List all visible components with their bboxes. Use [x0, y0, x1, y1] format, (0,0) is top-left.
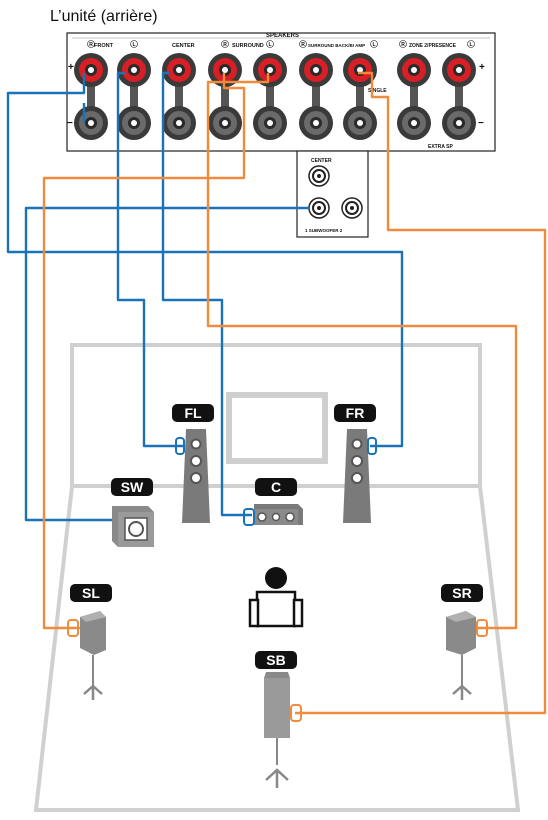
- plus-terminal: [397, 53, 431, 87]
- terminal-pair: [162, 53, 196, 140]
- minus-terminal: [117, 106, 151, 140]
- c-badge: C: [255, 478, 297, 496]
- minus-terminal: [74, 106, 108, 140]
- front-group-label: FRONT: [94, 43, 114, 49]
- surround-back-group-label: SURROUND BACK/BI AMP: [308, 43, 365, 48]
- front-r-label: R: [89, 42, 93, 48]
- center-speaker: [243, 504, 303, 526]
- room-outline: [33, 343, 521, 812]
- tv-icon: [226, 392, 328, 464]
- terminal-pair: [117, 53, 151, 140]
- sr-cable: [206, 73, 518, 630]
- zone2-l-label: L: [469, 42, 472, 48]
- sw-speaker: [112, 506, 154, 547]
- subwoofer-1-jack: [308, 197, 330, 219]
- surround-group-label: SURROUND: [232, 43, 264, 49]
- plus-terminal: [442, 53, 476, 87]
- plus-terminal: [208, 53, 242, 87]
- sr-speaker: [446, 611, 488, 700]
- plus-terminal: [162, 53, 196, 87]
- minus-right-label: −: [478, 118, 484, 129]
- blue-cables: [6, 71, 404, 522]
- subwoofer-2-jack: [341, 197, 363, 219]
- svg-text:SL: SL: [82, 585, 100, 601]
- fl-badge: FL: [172, 404, 214, 422]
- minus-terminal: [397, 106, 431, 140]
- plus-terminal: [253, 53, 287, 87]
- single-label: SINGLE: [368, 88, 387, 94]
- plus-right-label: +: [479, 62, 485, 73]
- sb-cable: [295, 71, 547, 715]
- surround-r-label: R: [223, 42, 227, 48]
- sw-badge: SW: [111, 478, 153, 496]
- front-l-label: L: [132, 42, 135, 48]
- terminal-pair: [253, 53, 287, 140]
- plus-terminal: [74, 53, 108, 87]
- svg-text:FR: FR: [346, 405, 365, 421]
- terminal-pair: [208, 53, 242, 140]
- sw-cable: [24, 206, 310, 522]
- minus-terminal: [343, 106, 377, 140]
- extra-sp-label: EXTRA SP: [428, 144, 453, 150]
- fr-badge: FR: [334, 404, 376, 422]
- svg-text:SB: SB: [266, 652, 285, 668]
- speakers-label: SPEAKERS: [266, 33, 299, 39]
- center-group-label: CENTER: [172, 43, 195, 49]
- minus-left-label: −: [67, 118, 73, 129]
- terminal-pair: [442, 53, 476, 140]
- plus-terminal: [117, 53, 151, 87]
- fl-cable: [116, 71, 184, 448]
- minus-terminal: [208, 106, 242, 140]
- sl-speaker: [67, 611, 106, 700]
- preout-center-label: CENTER: [311, 158, 332, 164]
- minus-terminal: [253, 106, 287, 140]
- plus-left-label: +: [68, 62, 74, 73]
- sb-speaker: [264, 672, 302, 788]
- sb-badge: SB: [255, 651, 297, 669]
- zone2-group-label: ZONE 2/PRESENCE: [409, 43, 457, 49]
- fr-cable: [6, 73, 404, 448]
- terminal-pair: [397, 53, 431, 140]
- terminal-pair: [299, 53, 333, 140]
- diagram-title: L’unité (arrière): [50, 8, 158, 25]
- center-preout-jack: [308, 165, 330, 187]
- zone2-r-label: R: [401, 42, 405, 48]
- plus-terminal: [299, 53, 333, 87]
- sr-badge: SR: [441, 584, 483, 602]
- minus-terminal: [299, 106, 333, 140]
- fl-speaker: [175, 429, 210, 523]
- surround-back-l-label: L: [372, 42, 375, 48]
- surround-back-r-label: R: [301, 42, 305, 48]
- sl-cable: [42, 73, 246, 630]
- svg-text:SW: SW: [121, 479, 144, 495]
- terminal-pair: [343, 53, 377, 140]
- svg-text:C: C: [271, 479, 281, 495]
- center-cable: [161, 71, 252, 517]
- subwoofer-label: 1 SUBWOOFER 2: [305, 228, 343, 233]
- minus-terminal: [442, 106, 476, 140]
- minus-terminal: [162, 106, 196, 140]
- listener-icon: [248, 567, 304, 628]
- surround-l-label: L: [268, 42, 271, 48]
- sl-badge: SL: [70, 584, 112, 602]
- orange-cables: [42, 71, 547, 715]
- svg-text:SR: SR: [452, 585, 471, 601]
- svg-text:FL: FL: [184, 405, 202, 421]
- fr-speaker: [343, 429, 377, 523]
- plus-terminal: [343, 53, 377, 87]
